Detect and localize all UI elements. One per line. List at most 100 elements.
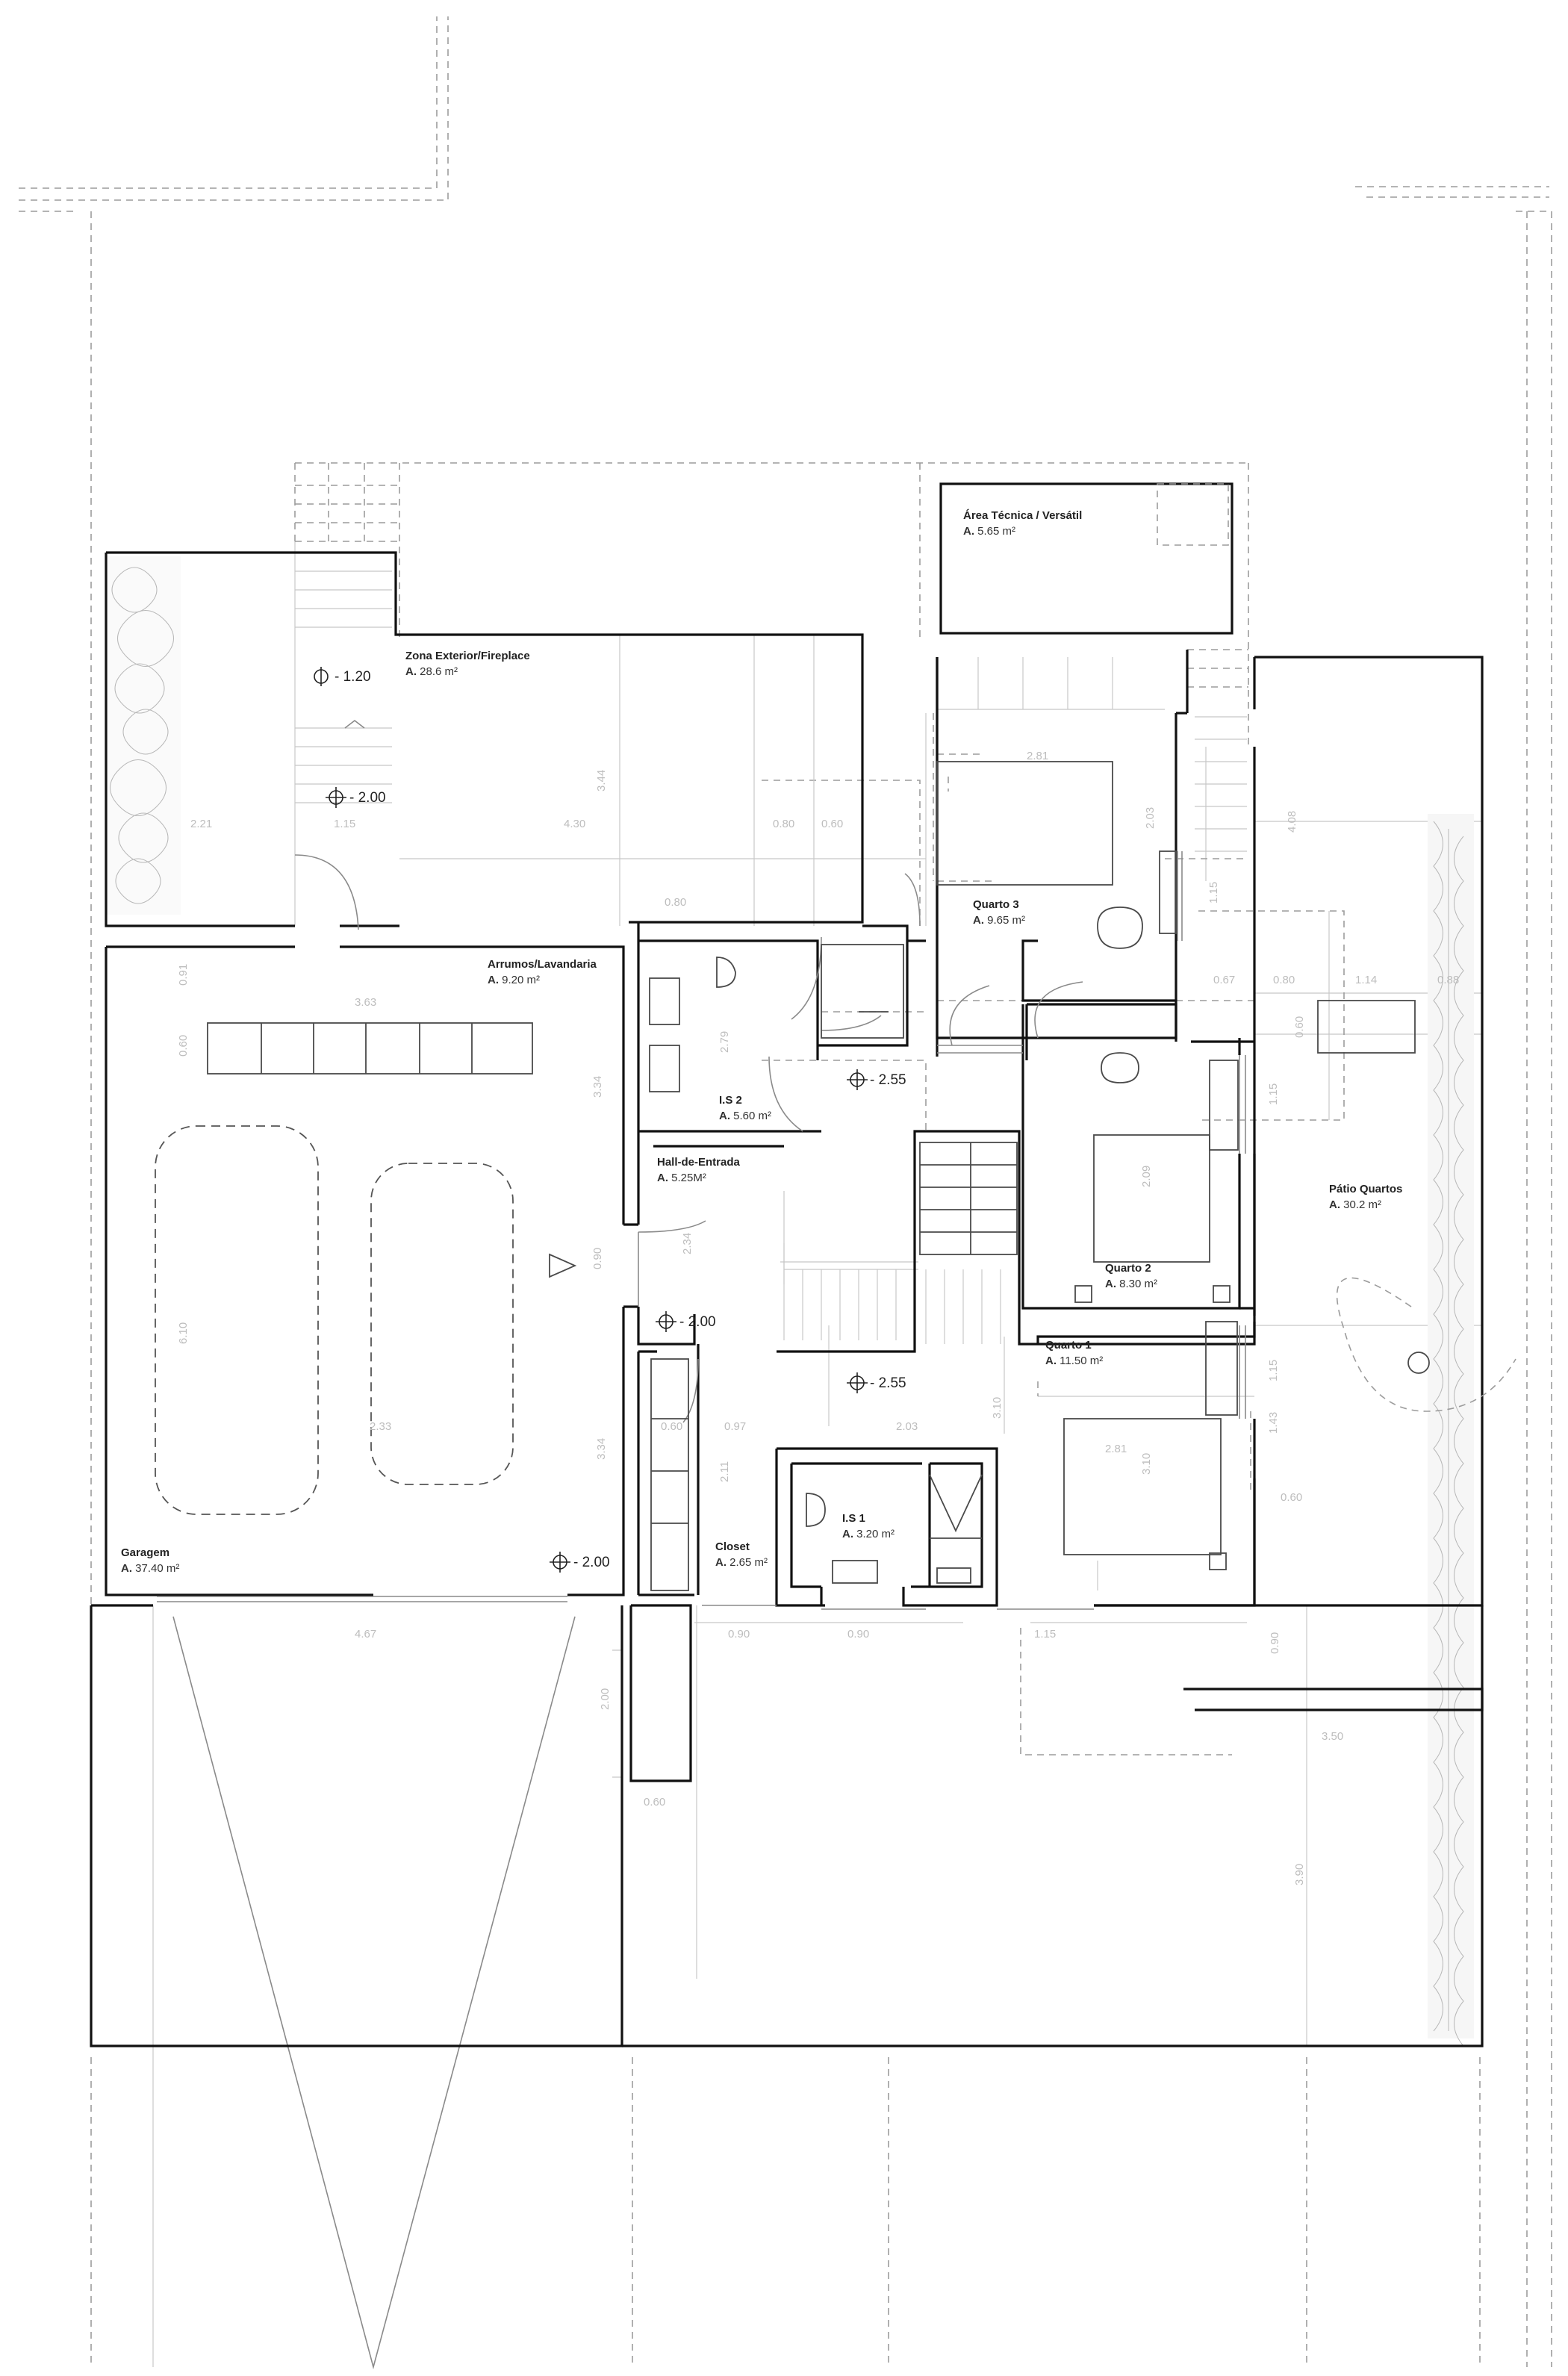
dim-label: 0.90 [847,1628,869,1641]
dim-label: 2.21 [190,818,212,830]
walls[interactable] [90,482,1484,2047]
level-label: - 2.55 [870,1072,906,1088]
dim-label: 0.60 [661,1420,682,1433]
room-name: Pátio Quartos [1329,1183,1402,1195]
svg-text:A. 9.65 m²: A. 9.65 m² [973,914,1025,927]
room-closet[interactable]: Closet A. 2.65 m² [715,1540,768,1569]
dim-label: 2.11 [718,1461,731,1482]
site-boundary [19,16,1552,2367]
dim-label: 0.60 [1293,1016,1306,1038]
room-area: 2.65 m² [729,1556,768,1569]
room-is-2[interactable]: I.S 2 A. 5.60 m² [719,1094,771,1122]
area-prefix: A. [488,974,499,986]
level-label: - 2.55 [870,1375,906,1391]
level-symbol-cross [326,787,346,808]
room-name: Zona Exterior/Fireplace [405,650,530,662]
svg-text:A. 11.50 m²: A. 11.50 m² [1045,1355,1103,1367]
dim-label: 0.80 [773,818,794,830]
dim-label: 3.10 [991,1397,1004,1419]
room-area: 3.20 m² [856,1528,895,1540]
area-prefix: A. [715,1556,727,1569]
dim-label: 2.00 [599,1688,612,1710]
room-garagem[interactable]: Garagem A. 37.40 m² [121,1546,179,1575]
room-hall[interactable]: Hall-de-Entrada A. 5.25M² [657,1156,741,1184]
dim-label: 0.90 [1269,1632,1281,1654]
room-area-tecnica[interactable]: Área Técnica / Versátil A. 5.65 m² [963,509,1082,538]
furniture [155,483,1516,1591]
dim-label: 4.67 [355,1628,376,1641]
room-name: Quarto 1 [1045,1339,1092,1352]
room-quarto-1[interactable]: Quarto 1 A. 11.50 m² [1045,1339,1103,1367]
room-area: 5.65 m² [977,525,1015,538]
room-quarto-2[interactable]: Quarto 2 A. 8.30 m² [1105,1262,1157,1290]
dim-label: 1.14 [1355,974,1377,986]
area-prefix: A. [719,1110,730,1122]
room-area: 9.20 m² [502,974,540,986]
level-markers: - 1.20 - 2.00 - 2.55 - 2.00 - 2.55 - 2.0… [314,667,906,1573]
area-prefix: A. [657,1172,668,1184]
dim-label: 2.03 [896,1420,918,1433]
dim-label: 0.67 [1213,974,1235,986]
dim-label: 3.34 [591,1076,604,1098]
area-prefix: A. [963,525,974,538]
room-area: 8.30 m² [1119,1278,1157,1290]
area-prefix: A. [1329,1198,1340,1211]
dim-label: 0.60 [1281,1491,1302,1504]
dim-label: 2.81 [1105,1443,1127,1455]
dim-label: 3.44 [595,770,608,792]
room-zona-exterior[interactable]: Zona Exterior/Fireplace A. 28.6 m² [405,650,530,678]
room-area: 30.2 m² [1343,1198,1381,1211]
dim-label: 4.08 [1286,811,1298,833]
room-name: Closet [715,1540,750,1553]
level-label: - 2.00 [679,1314,716,1330]
level-symbol-cross [550,1552,570,1573]
dim-label: 2.03 [1144,807,1157,829]
dim-label: 0.97 [724,1420,746,1433]
dim-label: 2.79 [718,1031,731,1053]
dim-label: 0.80 [1273,974,1295,986]
dim-label: 0.80 [665,896,686,909]
room-area: 37.40 m² [135,1562,179,1575]
svg-text:A. 3.20 m²: A. 3.20 m² [842,1528,895,1540]
level-label: - 1.20 [335,669,371,685]
dim-label: 2.33 [370,1420,391,1433]
svg-text:A. 2.65 m²: A. 2.65 m² [715,1556,768,1569]
dim-label: 0.60 [177,1035,190,1057]
dim-label: 2.34 [681,1233,694,1254]
level-label: - 2.00 [573,1555,610,1570]
area-prefix: A. [1105,1278,1116,1290]
dim-label: 1.15 [1267,1083,1280,1105]
dim-label: 3.10 [1140,1453,1153,1475]
level-symbol-cross [847,1069,868,1090]
room-name: Arrumos/Lavandaria [488,958,597,971]
overhang-dashed [762,713,1345,1755]
room-quarto-3[interactable]: Quarto 3 A. 9.65 m² [973,898,1025,927]
dim-label: 1.15 [1207,882,1220,904]
dim-label: 0.88 [1437,974,1459,986]
dim-label: 4.30 [564,818,585,830]
area-prefix: A. [121,1562,132,1575]
svg-text:A. 37.40 m²: A. 37.40 m² [121,1562,179,1575]
level-symbol-cross [847,1372,868,1393]
svg-text:A. 28.6 m²: A. 28.6 m² [405,665,458,678]
dim-label: 0.60 [821,818,843,830]
room-name: Quarto 3 [973,898,1019,911]
dim-label: 0.90 [591,1248,604,1269]
room-name: Quarto 2 [1105,1262,1151,1275]
room-arrumos[interactable]: Arrumos/Lavandaria A. 9.20 m² [488,958,597,986]
stairs [295,463,1247,1344]
dim-label: 3.90 [1293,1864,1306,1885]
room-area: 5.25M² [671,1172,706,1184]
dim-label: 3.63 [355,996,376,1009]
room-name: I.S 1 [842,1512,865,1525]
level-label: - 2.00 [349,790,386,806]
room-name: Garagem [121,1546,169,1559]
room-area: 5.60 m² [733,1110,771,1122]
dim-label: 3.50 [1322,1730,1343,1743]
dim-label: 0.60 [644,1796,665,1809]
dim-label: 0.91 [177,964,190,986]
area-prefix: A. [973,914,984,927]
room-patio[interactable]: Pátio Quartos A. 30.2 m² [1329,1183,1402,1211]
room-is-1[interactable]: I.S 1 A. 3.20 m² [842,1512,895,1540]
